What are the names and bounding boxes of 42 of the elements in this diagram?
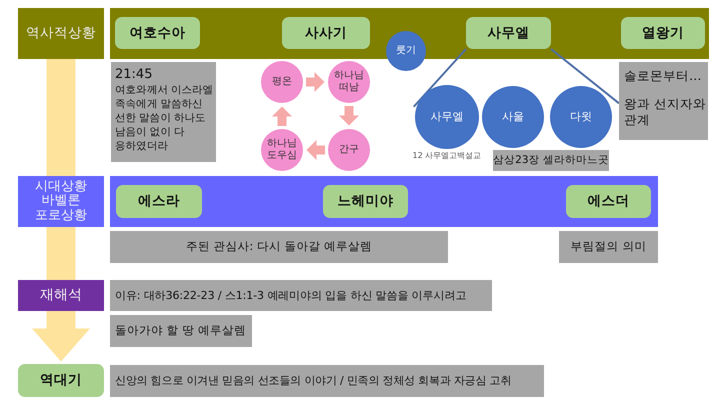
row-label: 역사적상황 [18,8,104,59]
verse-text: 여호와께서 이스라엘 족속에게 말씀하신 선한 말씀이 하나도 남음이 없이 다 응하였더라 [115,83,214,153]
title-box: 여호수아 [115,17,200,49]
row-label: 역대기 [18,364,104,397]
title-box: 사사기 [282,17,370,49]
title-box: 열왕기 [621,17,705,49]
title-box: 느헤미야 [323,185,408,218]
person-circle: 사무엘 [415,85,479,149]
cycle-circle: 하나님 떠남 [328,61,370,103]
book-circle: 룻기 [386,31,426,71]
row-band [110,8,709,59]
note-box [111,62,216,162]
flow-arrow [32,311,90,362]
note-box: 이유: 대하36:22-23 / 스1:1-3 예레미야의 입을 하신 말씀을 이루시려고 [110,280,492,311]
row-label: 재해석 [18,280,104,311]
verse-number: 21:45 [115,66,154,83]
cycle-circle: 간구 [328,129,370,171]
note-box: 주된 관심사: 다시 돌아갈 예루살렘 [110,231,448,263]
note-box: 삼상23장 셀라하마느곳 [493,150,609,171]
note-box: 부림절의 의미 [559,231,658,263]
cycle-arrow [272,106,292,126]
row-band [110,176,658,227]
title-box: 에스라 [116,185,202,218]
note-box [619,62,708,140]
node-label: 12 사무엘고백설교 [412,151,482,161]
note-text: 솔로몬부터… [624,68,702,84]
cycle-arrow [339,106,359,126]
row-label: 시대상황 바벨론 포로상황 [18,176,104,227]
note-box: 신앙의 힘으로 이겨낸 믿음의 선조들의 이야기 / 민족의 정체성 회복과 자긍심 고취 [110,365,544,397]
note-text: 왕과 선지자와 관계 [624,96,706,128]
person-circle: 다윗 [550,86,612,148]
note-box: 돌아가야 할 땅 예루살렘 [110,315,252,347]
title-box: 에스더 [566,185,651,218]
cycle-circle: 평온 [261,61,303,103]
title-box: 사무엘 [466,17,551,49]
connector-line [550,48,620,104]
cycle-arrow [306,72,324,92]
connector-line [412,48,467,108]
cycle-circle: 하나님 도우심 [261,129,303,171]
person-circle: 사울 [482,86,544,148]
cycle-arrow [306,140,325,160]
flow-bar [46,59,76,176]
